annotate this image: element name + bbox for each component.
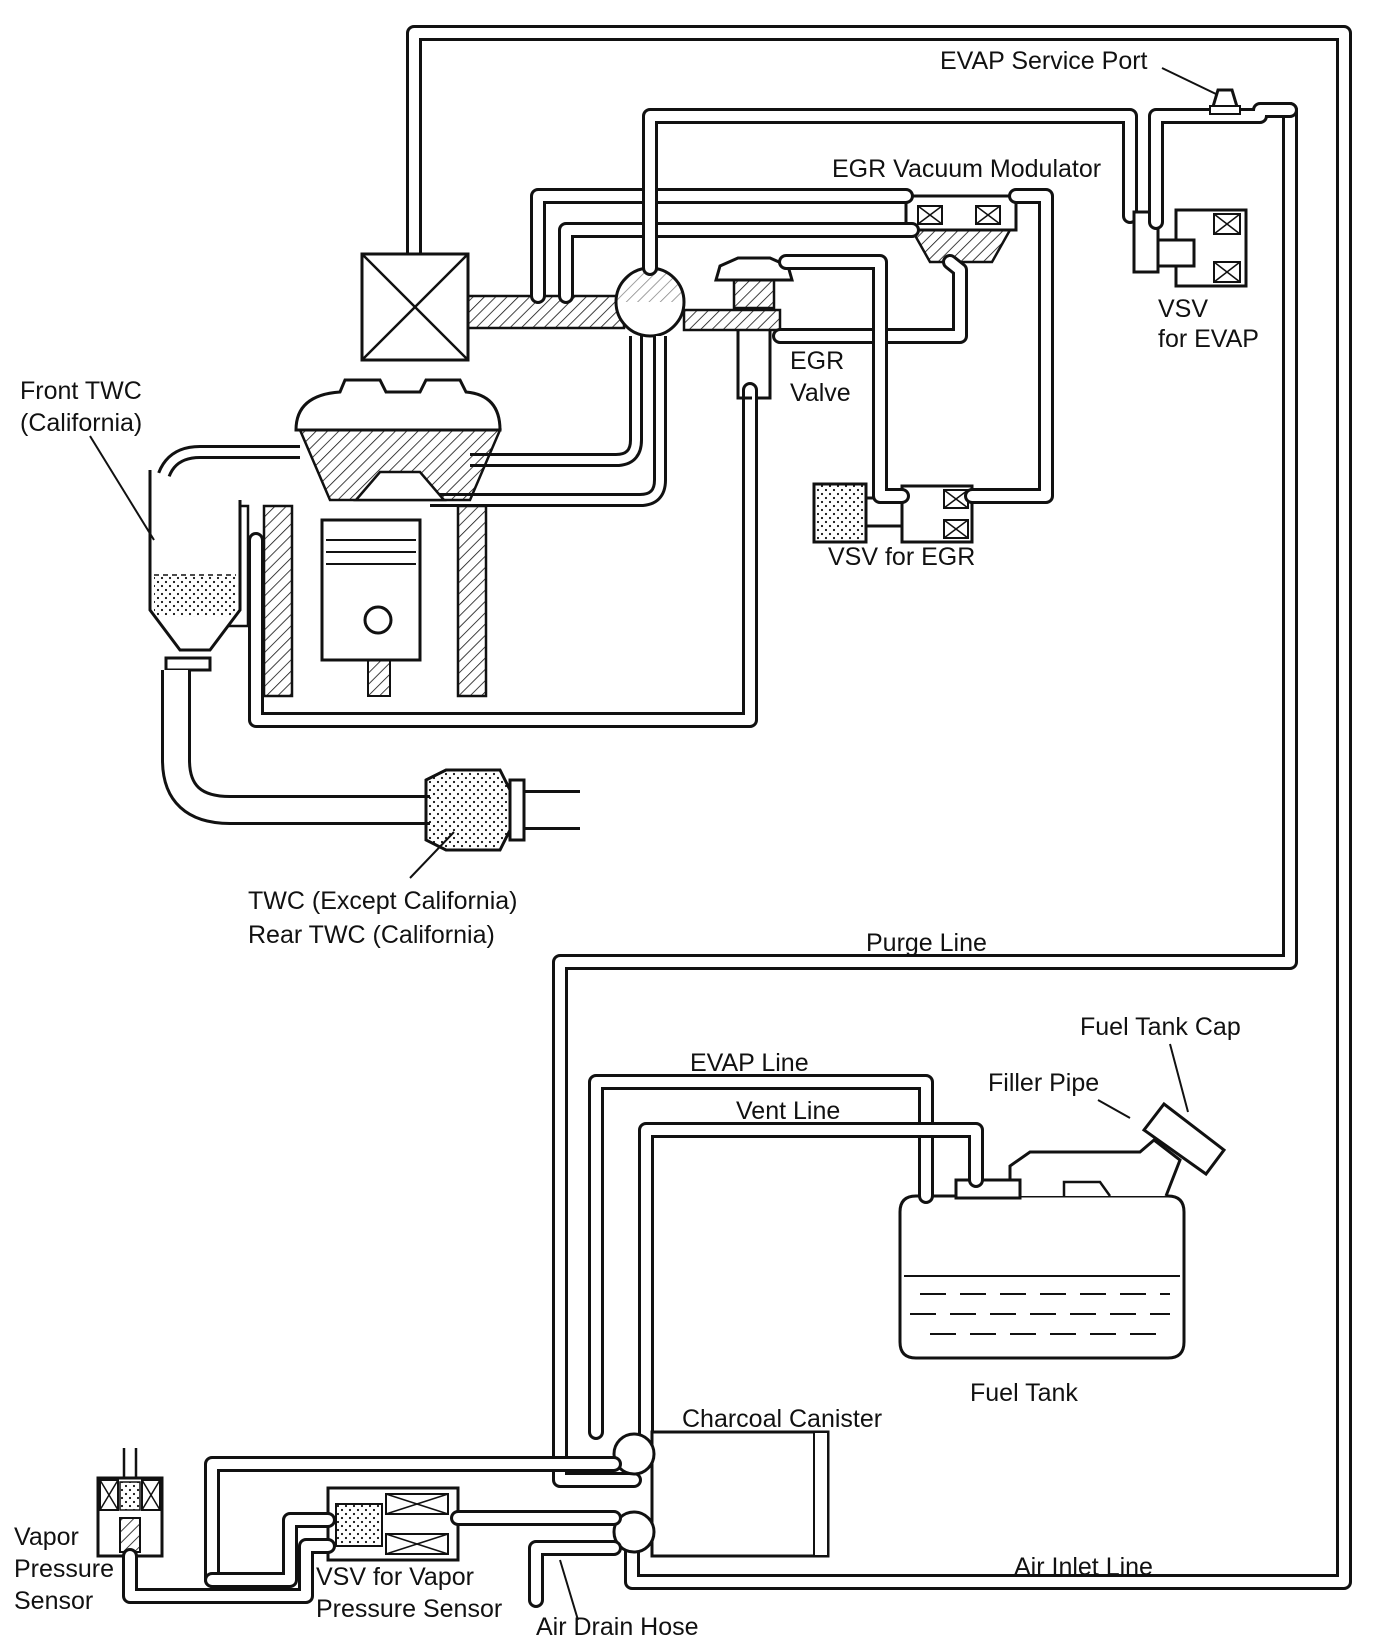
label-purge-line: Purge Line xyxy=(866,929,987,957)
label-vsv-for-vapor-line1: VSV for Vapor xyxy=(316,1563,474,1591)
evap-vsv-hoses xyxy=(1148,102,1298,230)
charcoal-canister xyxy=(612,1430,830,1558)
purge-line-lower-pipe xyxy=(552,102,1298,1488)
fuel-tank-cap xyxy=(1141,1043,1227,1177)
front-twc xyxy=(148,470,242,672)
tank-valve-block xyxy=(954,1178,1022,1200)
label-vsv-evap-line2: for EVAP xyxy=(1158,325,1259,353)
egr-tube xyxy=(248,382,758,728)
label-front-twc-line1: Front TWC xyxy=(20,377,142,405)
label-air-inlet-line: Air Inlet Line xyxy=(1014,1553,1153,1581)
label-egr-vacuum-modulator: EGR Vacuum Modulator xyxy=(832,155,1102,183)
evap-line-pipe xyxy=(588,1074,934,1440)
vent-line-pipe xyxy=(638,1122,984,1448)
air-intake-chamber xyxy=(360,252,470,362)
front-twc-leader xyxy=(89,435,155,541)
filler-pipe xyxy=(1008,1138,1182,1197)
intake-duct xyxy=(466,294,626,330)
label-front-twc-line2: (California) xyxy=(20,409,143,437)
vapor-sensor-hoses xyxy=(122,1456,622,1604)
vsv-for-vapor-pressure-sensor xyxy=(326,1486,460,1562)
label-vent-line: Vent Line xyxy=(736,1097,841,1125)
engine-cylinder-head xyxy=(294,378,502,502)
label-fuel-tank: Fuel Tank xyxy=(970,1379,1078,1407)
exhaust-pipe xyxy=(161,670,580,830)
label-air-drain-hose: Air Drain Hose xyxy=(536,1613,699,1641)
label-egr-valve-line1: EGR xyxy=(790,347,845,375)
fuel-tank xyxy=(898,1194,1186,1360)
vsv-for-egr xyxy=(812,482,974,544)
label-vapor-pressure-sensor-line2: Pressure xyxy=(14,1555,115,1583)
label-vsv-for-egr: VSV for EGR xyxy=(828,543,976,571)
egr-vacuum-modulator xyxy=(904,194,1018,264)
label-vsv-for-vapor-line2: Pressure Sensor xyxy=(316,1595,503,1623)
label-egr-valve-line2: Valve xyxy=(790,379,851,407)
vsv-for-evap xyxy=(1132,208,1248,288)
rear-twc xyxy=(424,768,526,852)
intake-manifold-junction xyxy=(614,266,686,338)
label-filler-pipe: Filler Pipe xyxy=(988,1069,1100,1097)
twc-leader xyxy=(409,831,455,879)
label-vsv-evap-line1: VSV xyxy=(1158,295,1209,323)
vapor-pressure-sensor xyxy=(96,1448,164,1558)
air-drain-hose xyxy=(528,1540,622,1621)
label-charcoal-canister: Charcoal Canister xyxy=(682,1405,883,1433)
purge-line-pipe xyxy=(406,25,1352,1590)
label-fuel-tank-cap: Fuel Tank Cap xyxy=(1080,1013,1241,1041)
label-twc-except-california: TWC (Except California) xyxy=(248,887,518,915)
filler-pipe-leader xyxy=(1097,1099,1131,1119)
label-rear-twc-california: Rear TWC (California) xyxy=(248,921,495,949)
label-vapor-pressure-sensor-line1: Vapor xyxy=(14,1523,79,1551)
engine-cylinder-walls xyxy=(224,504,488,698)
label-evap-service-port: EVAP Service Port xyxy=(940,47,1148,75)
label-vapor-pressure-sensor-line3: Sensor xyxy=(14,1587,94,1615)
egr-vacuum-hoses xyxy=(530,108,1138,504)
intake-runner xyxy=(430,336,667,507)
piston xyxy=(320,518,422,697)
evap-service-port xyxy=(1161,67,1241,115)
label-evap-line: EVAP Line xyxy=(690,1049,809,1077)
egr-valve xyxy=(682,256,794,400)
